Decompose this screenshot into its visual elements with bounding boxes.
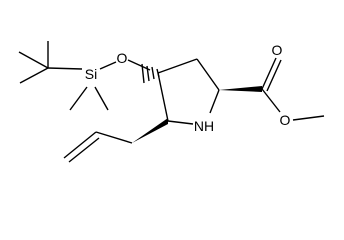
bond-ester-o-methyl xyxy=(292,115,325,121)
bond-tbu-silicon xyxy=(47,67,83,70)
bond-c3-c2 xyxy=(196,58,220,91)
wedge-c5-allyl xyxy=(132,118,168,143)
ring-nitrogen-label: NH xyxy=(194,118,214,134)
bond-silicon-methyl-a xyxy=(69,86,88,111)
bond-allyl-ch-ch2-b xyxy=(68,137,100,163)
bond-c2-n1 xyxy=(209,89,220,114)
carbonyl-oxygen-label: O xyxy=(272,42,283,58)
bond-tbu-methyl-bottom xyxy=(19,67,49,84)
silicon-atom: Si xyxy=(85,66,97,82)
bond-oxygen-ring xyxy=(127,59,151,71)
hash-line xyxy=(141,63,145,84)
silicon-label: Si xyxy=(85,66,97,82)
bond-tbu-methyl-left xyxy=(18,51,49,69)
bond-silicon-oxygen xyxy=(99,61,117,70)
molecule-structure: Si O NH O O xyxy=(18,41,325,163)
tert-butyl-group xyxy=(18,41,83,84)
bond-allyl-ch2-ch xyxy=(95,131,133,144)
allyl-group xyxy=(63,131,133,163)
bond-carbonyl-c-o-b xyxy=(266,59,282,92)
wedge-c2-ester xyxy=(219,86,262,92)
hash-line xyxy=(146,65,150,82)
bond-n1-c5 xyxy=(167,120,194,125)
bond-c4-c3 xyxy=(157,58,198,74)
ether-oxygen-label: O xyxy=(117,50,128,66)
bond-carbonyl-c-o-a xyxy=(261,57,277,90)
bond-ester-c-o xyxy=(261,88,281,113)
ester-oxygen-label: O xyxy=(280,112,291,128)
bond-c5-c4 xyxy=(157,72,169,122)
hash-line xyxy=(151,66,155,80)
bond-silicon-methyl-b xyxy=(94,86,109,111)
bond-allyl-ch-ch2-a xyxy=(63,131,97,159)
methyl-ester-group xyxy=(261,57,325,121)
pyrrolidine-ring xyxy=(157,58,220,125)
